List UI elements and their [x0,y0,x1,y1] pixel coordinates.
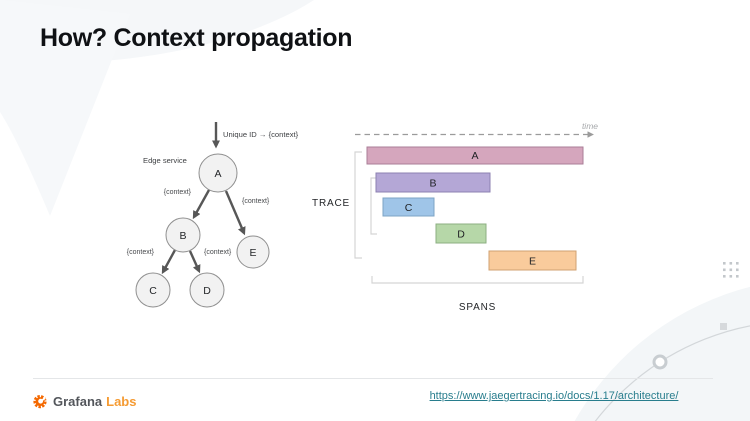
tree-node-d: D [189,272,225,308]
grafana-flame-icon [33,395,47,409]
edge-b-c [161,249,177,275]
top-left-wash [0,0,364,63]
brand-suffix: Labs [106,393,137,409]
tree-node-c: C [135,272,171,308]
span-bar-d: D [435,223,487,244]
context-label-b-d: {context} [204,249,232,256]
circle-ring-icon [652,354,668,370]
span-bar-c: C [382,197,435,217]
context-propagation-tree-diagram: Unique ID → {context} Edge service {cont… [127,122,299,308]
tree-node-b: B [165,217,201,253]
page-title: How? Context propagation [40,24,353,52]
brand-name: Grafana [53,393,103,409]
svg-text:C: C [405,202,413,214]
svg-text:E: E [249,247,256,259]
entry-arrow-label: Unique ID → {context} [223,130,299,139]
jaeger-architecture-link[interactable]: https://www.jaegertracing.io/docs/1.17/a… [429,390,679,402]
svg-text:B: B [179,230,186,242]
tree-node-a: A [198,153,238,193]
trace-label: TRACE [312,198,350,209]
svg-text:E: E [529,256,536,268]
edge-a-e [224,190,246,236]
dots-grid-icon [723,262,739,278]
edge-a-b [192,189,211,220]
spans-label: SPANS [459,302,496,313]
time-axis-label: time [582,121,598,131]
svg-text:A: A [214,168,221,180]
context-label-a-b: {context} [164,189,192,196]
left-edge-wash [0,0,130,216]
context-label-b-c: {context} [127,249,155,256]
span-bar-b: B [375,172,491,193]
svg-text:C: C [149,285,157,297]
trace-bracket-outer [354,151,362,259]
edge-service-label: Edge service [143,156,187,165]
small-square-icon [720,323,727,330]
tree-node-e: E [236,235,270,269]
svg-text:D: D [457,229,465,241]
grafana-labs-logo: Grafana Labs [32,393,136,409]
context-label-a-e: {context} [242,198,270,205]
svg-text:A: A [471,150,478,162]
span-bar-a: A [366,146,584,165]
trace-spans-diagram: time TRACE A B C D E SPANS [312,121,598,313]
span-bar-e: E [488,250,577,271]
corner-circle-fill [574,286,750,421]
spans-bracket [371,276,584,284]
svg-text:D: D [203,285,211,297]
edge-b-d [188,250,201,274]
trace-bracket-inner [370,177,377,235]
svg-text:B: B [429,178,436,190]
